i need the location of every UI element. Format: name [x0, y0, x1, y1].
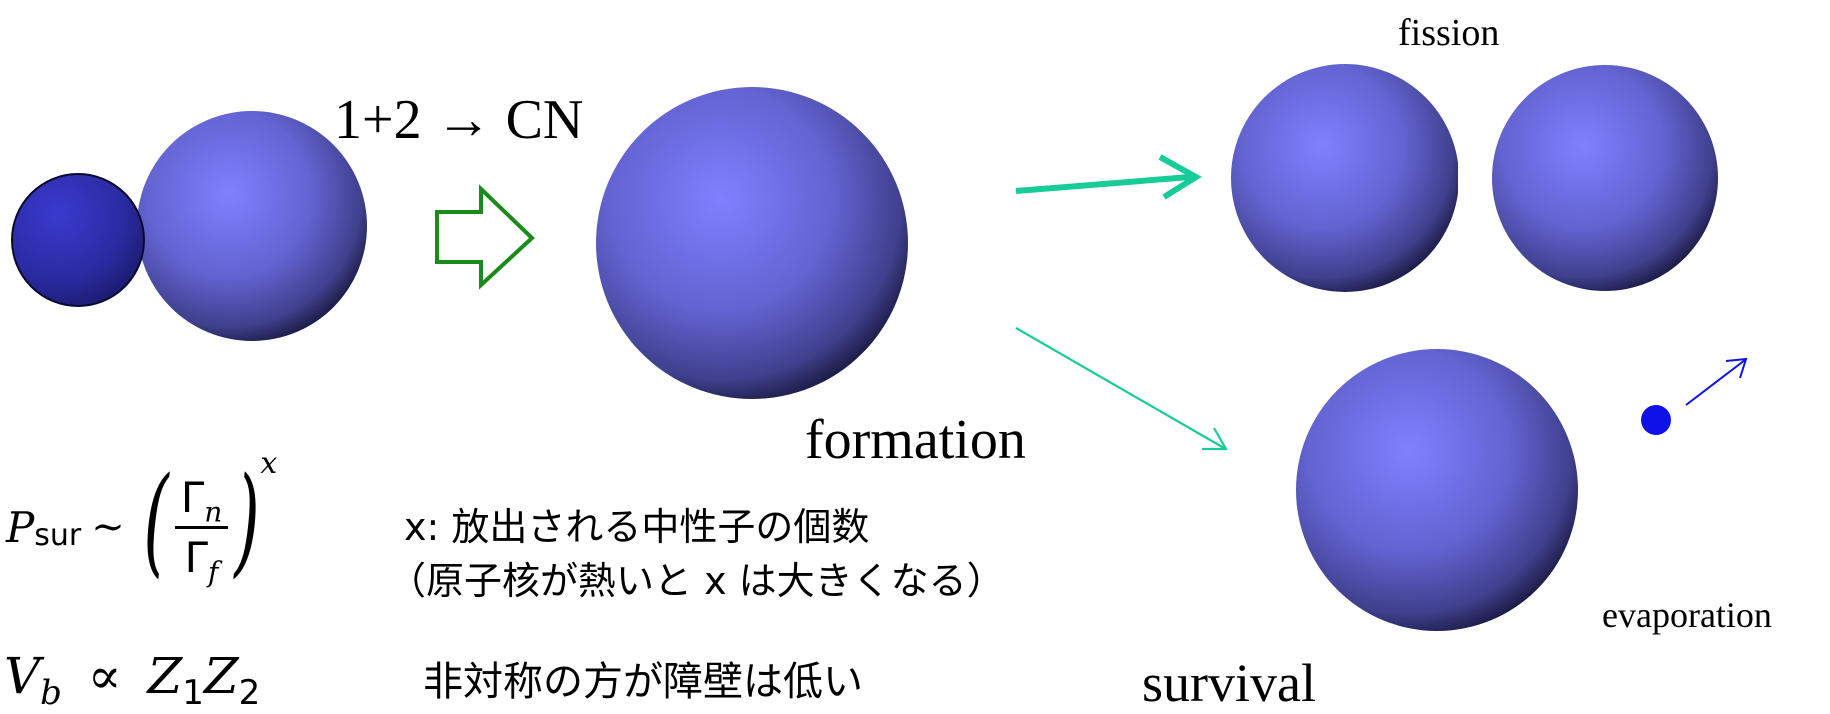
reaction-label: 1+2 → CN [334, 92, 583, 148]
projectile-nucleus [12, 174, 144, 306]
denominator-gamma: Γ [185, 533, 208, 582]
z1-subscript: 1 [182, 673, 204, 713]
formula-exponent: x [260, 446, 277, 481]
fission-fragment-left [1231, 64, 1459, 292]
formation-label: formation [805, 412, 1026, 468]
survival-label: survival [1142, 656, 1316, 710]
v-symbol: V [4, 647, 40, 705]
fission-label: fission [1398, 14, 1499, 52]
compound-nucleus [596, 87, 908, 399]
left-paren: ( [143, 461, 168, 579]
numerator-subscript: n [204, 495, 222, 528]
z1-symbol: Z [148, 647, 183, 705]
barrier-relation: Vb ∝ Z1Z2 [4, 651, 260, 701]
z2-subscript: 2 [239, 673, 261, 713]
neutron-icon [1641, 405, 1671, 435]
evaporation-label: evaporation [1602, 597, 1772, 633]
p-symbol: P [6, 503, 34, 552]
hollow-arrow-icon [437, 189, 532, 285]
z2-symbol: Z [204, 647, 239, 705]
numerator-gamma: Γ [181, 473, 204, 522]
v-subscript: b [40, 673, 62, 713]
fission-arrow-icon [1016, 157, 1196, 197]
gamma-fraction: Γn Γf [175, 473, 228, 582]
note-asymmetric-barrier: 非対称の方が障壁は低い [423, 662, 863, 702]
survived-nucleus [1296, 349, 1578, 631]
formula-relation: ∼ [91, 504, 125, 550]
fraction-bar [175, 526, 228, 529]
right-paren: ) [235, 461, 260, 579]
target-nucleus [137, 111, 367, 341]
note-neutron-count: x: 放出される中性子の個数 [404, 508, 869, 546]
note-hot-nucleus: （原子核が熱いと x は大きくなる） [388, 562, 1005, 600]
barrier-relation-symbol: ∝ [88, 647, 122, 705]
fission-fragment-right [1492, 65, 1718, 291]
denominator-subscript: f [208, 555, 218, 588]
survival-arrow-icon [1016, 328, 1226, 449]
neutron-arrow-icon [1686, 359, 1746, 405]
